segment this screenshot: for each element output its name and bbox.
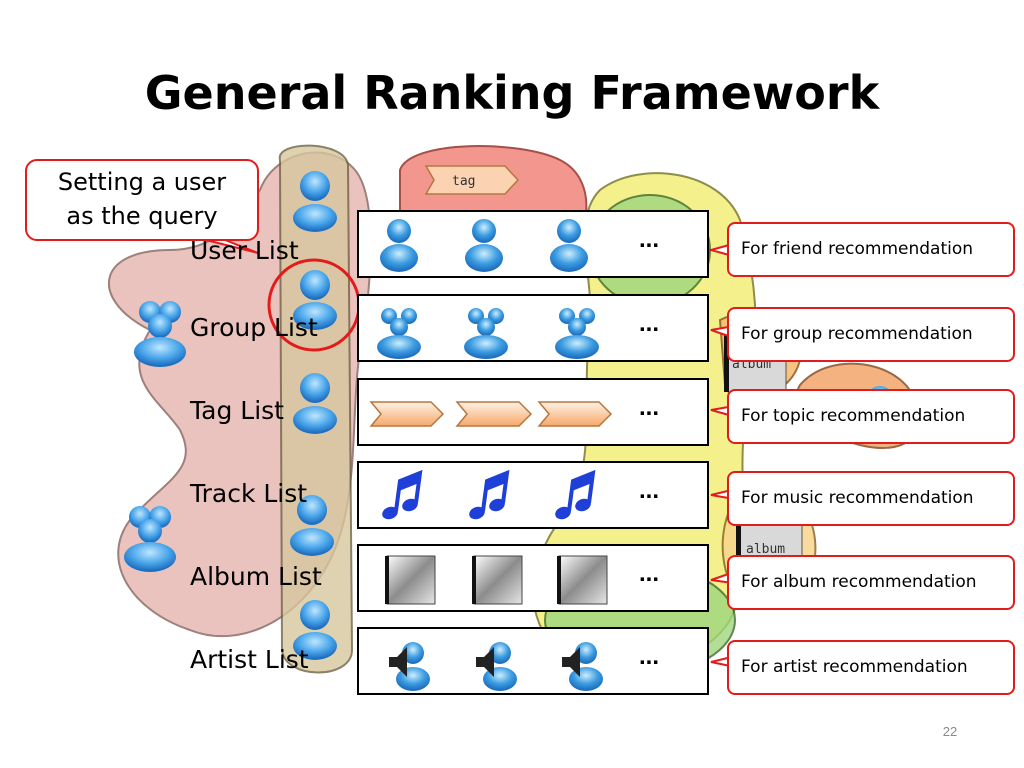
user-icon — [293, 171, 337, 232]
track-list-icons — [382, 469, 596, 520]
user-icon — [380, 219, 418, 272]
row-label-tag-list: Tag List — [190, 396, 284, 425]
group-icon — [377, 308, 421, 359]
callout-group-recommendation: For group recommendation — [727, 307, 1015, 362]
group-list-box: ... — [357, 294, 709, 362]
group-icon — [555, 308, 599, 359]
artist-icon — [562, 642, 603, 691]
tag-icon — [537, 401, 613, 427]
album-icon — [557, 555, 608, 605]
callout-text: For group recommendation — [741, 324, 973, 344]
callout-text: For friend recommendation — [741, 239, 974, 259]
callout-text: For topic recommendation — [741, 406, 966, 426]
user-list-box: ... — [357, 210, 709, 278]
slide-title: General Ranking Framework — [144, 66, 880, 120]
tag-list-icons — [369, 401, 613, 427]
query-callout-line: Setting a user — [57, 168, 227, 196]
artist-list-icons — [389, 642, 603, 691]
user-list-icons — [380, 219, 588, 272]
group-icon — [464, 308, 508, 359]
page-number: 22 — [942, 724, 958, 739]
user-icon — [290, 495, 334, 556]
music-note-icon — [469, 469, 510, 520]
album-list-box: ... — [357, 544, 709, 612]
callout-album-recommendation: For album recommendation — [727, 555, 1015, 610]
ellipsis: ... — [639, 394, 660, 421]
query-callout: Setting a user as the query — [25, 159, 259, 241]
user-icon — [293, 270, 337, 330]
album-icon — [472, 555, 523, 605]
row-label-group-list: Group List — [190, 313, 318, 342]
ellipsis: ... — [639, 226, 660, 253]
group-list-icons — [377, 308, 599, 359]
music-note-icon — [555, 469, 596, 520]
callout-text: For music recommendation — [741, 488, 974, 508]
ellipsis: ... — [639, 560, 660, 587]
row-label-album-list: Album List — [190, 562, 322, 591]
artist-list-box: ... — [357, 627, 709, 695]
user-icon — [293, 600, 337, 660]
callout-topic-recommendation: For topic recommendation — [727, 389, 1015, 444]
user-icon — [465, 219, 503, 272]
tag-icon — [369, 401, 445, 427]
group-icon — [124, 506, 176, 572]
tag-arrow-icon: tag — [424, 165, 520, 195]
callout-friend-recommendation: For friend recommendation — [727, 222, 1015, 277]
album-list-icons — [385, 555, 608, 605]
group-icon — [134, 301, 186, 367]
row-label-track-list: Track List — [190, 479, 308, 508]
user-icon — [550, 219, 588, 272]
callout-artist-recommendation: For artist recommendation — [727, 640, 1015, 695]
artist-icon — [389, 642, 430, 691]
album-icon — [385, 555, 436, 605]
music-note-icon — [382, 469, 423, 520]
row-label-user-list: User List — [190, 236, 299, 265]
track-list-box: ... — [357, 461, 709, 529]
tag-label: tag — [452, 174, 475, 189]
query-callout-text: Setting a user as the query — [27, 165, 257, 233]
ellipsis: ... — [639, 310, 660, 337]
callout-music-recommendation: For music recommendation — [727, 471, 1015, 526]
tag-list-box: ... — [357, 378, 709, 446]
callout-text: For album recommendation — [741, 572, 977, 592]
ellipsis: ... — [639, 477, 660, 504]
callout-text: For artist recommendation — [741, 657, 968, 677]
artist-icon — [476, 642, 517, 691]
user-icon — [293, 373, 337, 434]
row-label-artist-list: Artist List — [190, 645, 309, 674]
tag-icon — [455, 401, 533, 427]
svg-text:album: album — [746, 542, 785, 557]
ellipsis: ... — [639, 643, 660, 670]
query-callout-line: as the query — [66, 202, 218, 230]
